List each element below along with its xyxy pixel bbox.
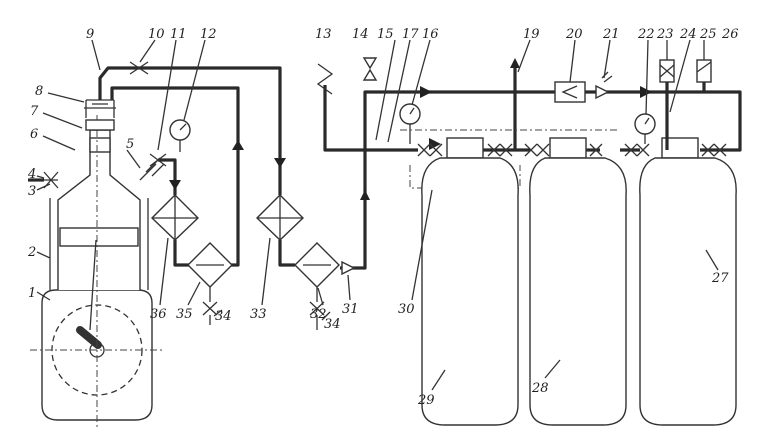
connecting-rod bbox=[89, 239, 97, 331]
drain-valve-34-right bbox=[309, 301, 325, 330]
label-2: 2 bbox=[27, 245, 36, 260]
label-4: 4 bbox=[27, 167, 36, 182]
crank bbox=[76, 326, 102, 349]
label-27: 27 bbox=[711, 271, 729, 286]
label-34-left: 34 bbox=[215, 309, 232, 324]
label-23: 23 bbox=[656, 27, 674, 42]
valve-21 bbox=[595, 84, 610, 100]
bottle-29 bbox=[421, 157, 519, 426]
label-33: 33 bbox=[250, 307, 267, 322]
valve-15 bbox=[362, 68, 378, 81]
label-1: 1 bbox=[28, 286, 36, 301]
piston-high bbox=[89, 137, 111, 153]
label-36: 36 bbox=[150, 307, 167, 322]
label-11: 11 bbox=[170, 27, 187, 42]
label-15: 15 bbox=[377, 27, 394, 42]
label-7: 7 bbox=[30, 104, 39, 119]
leader-lines bbox=[36, 39, 719, 391]
cylinder bbox=[57, 129, 141, 290]
label-35: 35 bbox=[176, 307, 193, 322]
label-3: 3 bbox=[28, 184, 36, 199]
check-valve-31 bbox=[341, 260, 356, 276]
label-30: 30 bbox=[398, 302, 415, 317]
valve-box-8 bbox=[84, 99, 116, 118]
label-22: 22 bbox=[637, 27, 655, 42]
label-13: 13 bbox=[315, 27, 332, 42]
drain-valve-34-left bbox=[202, 301, 218, 325]
label-26: 26 bbox=[721, 27, 739, 42]
label-24: 24 bbox=[679, 27, 697, 42]
label-21: 21 bbox=[602, 27, 620, 42]
label-20: 20 bbox=[565, 27, 583, 42]
label-16: 16 bbox=[422, 27, 439, 42]
label-17: 17 bbox=[402, 27, 419, 42]
bottle-28 bbox=[529, 157, 627, 426]
label-5: 5 bbox=[126, 137, 134, 152]
label-19: 19 bbox=[523, 27, 540, 42]
manifold-block-2 bbox=[549, 137, 587, 159]
valve-14 bbox=[362, 57, 378, 70]
cylinders bbox=[398, 40, 737, 426]
label-29: 29 bbox=[417, 393, 435, 408]
cylinder-head-6 bbox=[85, 119, 115, 131]
bottle-27 bbox=[639, 157, 737, 426]
label-8: 8 bbox=[35, 84, 43, 99]
label-10: 10 bbox=[148, 27, 165, 42]
label-9: 9 bbox=[86, 27, 94, 42]
valve-11 bbox=[149, 153, 167, 167]
label-31: 31 bbox=[342, 302, 359, 317]
compressor bbox=[28, 99, 165, 430]
component-labels: 1 2 3 4 5 6 7 8 9 10 11 12 13 14 15 16 1… bbox=[27, 27, 739, 408]
label-14: 14 bbox=[352, 27, 369, 42]
label-6: 6 bbox=[30, 127, 38, 142]
label-34-right: 34 bbox=[324, 317, 341, 332]
label-12: 12 bbox=[200, 27, 217, 42]
valve-10 bbox=[129, 61, 149, 75]
label-32: 32 bbox=[310, 307, 327, 322]
label-28: 28 bbox=[531, 381, 549, 396]
piston-low bbox=[59, 227, 139, 247]
label-25: 25 bbox=[699, 27, 717, 42]
filter-20 bbox=[554, 81, 586, 103]
manifold-block-1 bbox=[446, 137, 484, 159]
valve-13 bbox=[316, 63, 334, 95]
